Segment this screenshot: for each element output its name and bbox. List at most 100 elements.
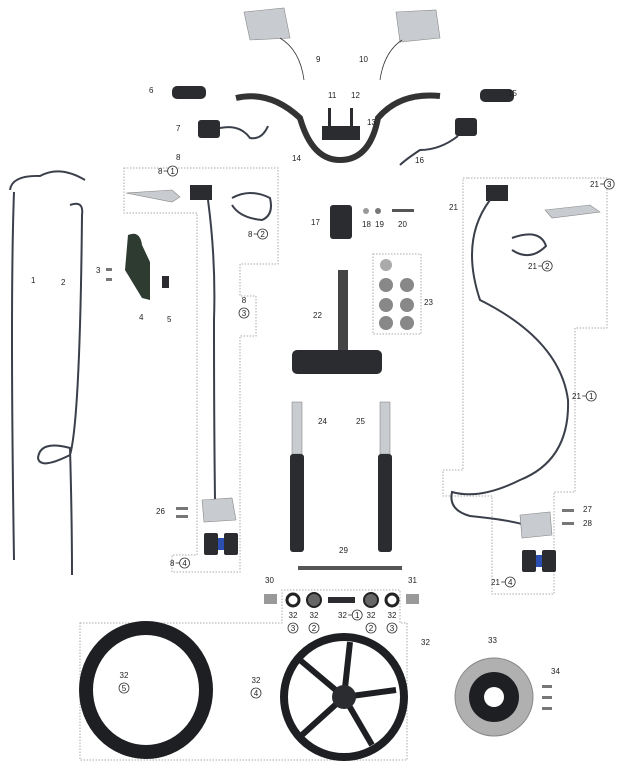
callout-number: 11	[328, 91, 337, 100]
callout-circle	[179, 557, 191, 569]
bolts-26	[176, 507, 188, 518]
callout-7: 7	[176, 124, 181, 133]
callout-sub-number: 4	[254, 689, 259, 698]
callout-21-3: 21 3	[590, 178, 615, 190]
bolt-11	[328, 108, 331, 126]
bolts-27-28	[562, 509, 574, 525]
callout-8-3: 83	[238, 296, 250, 319]
group-box-8-lever	[123, 167, 279, 573]
callout-sub-number: 5	[122, 684, 127, 693]
callout-34: 34	[551, 667, 560, 676]
callout-12: 12	[351, 91, 360, 100]
mirror-left	[243, 7, 305, 81]
bolt-12	[350, 108, 353, 126]
callout-number: 32	[120, 671, 129, 680]
callout-number: 14	[292, 154, 301, 163]
callout-25: 25	[356, 417, 365, 426]
callout-number: 34	[551, 667, 560, 676]
callout-number: 32	[421, 638, 430, 647]
cable-2	[36, 202, 84, 576]
callout-number: 5	[167, 315, 172, 324]
callout-22: 22	[313, 311, 322, 320]
callout-8: 8	[176, 153, 181, 162]
callout-number: 10	[359, 55, 368, 64]
callout-sub-number: 3	[607, 180, 612, 189]
callout-circle	[386, 622, 398, 634]
callout-sub-number: 4	[508, 578, 513, 587]
callout-number: 25	[356, 417, 365, 426]
callout-number: 27	[583, 505, 592, 514]
callout-number: 4	[139, 313, 144, 322]
callout-number: 8	[248, 230, 253, 239]
bolts-34	[542, 685, 552, 710]
callout-circle	[365, 622, 377, 634]
callout-10: 10	[359, 55, 368, 64]
callout-number: 6	[149, 86, 154, 95]
callout-2: 2	[61, 278, 66, 287]
callout-3: 3	[96, 266, 101, 275]
callout-number: 21	[449, 203, 458, 212]
callout-31: 31	[408, 576, 417, 585]
callout-11: 11	[328, 91, 337, 100]
callout-sub-number: 2	[260, 230, 265, 239]
cable-1	[9, 170, 86, 561]
callout-number: 21	[572, 392, 581, 401]
lever-21	[544, 204, 601, 219]
callout-33: 33	[488, 636, 497, 645]
callout-4: 4	[139, 313, 144, 322]
callout-number: 20	[398, 220, 407, 229]
group-box-23	[372, 253, 422, 335]
callout-18: 18	[362, 220, 371, 229]
callout-number: 22	[313, 311, 322, 320]
callout-number: 21	[590, 180, 599, 189]
callout-circle	[257, 228, 269, 240]
callout-number: 32	[367, 611, 376, 620]
callout-circle	[504, 576, 516, 588]
callout-sub-number: 3	[291, 624, 296, 633]
callout-number: 29	[339, 546, 348, 555]
callout-sub-number: 3	[242, 309, 247, 318]
callout-number: 1	[31, 276, 36, 285]
callout-number: 28	[583, 519, 592, 528]
callout-32: 32	[421, 638, 430, 647]
bearing-kit-23	[379, 259, 414, 330]
callout-number: 15	[508, 89, 517, 98]
callout-number: 7	[176, 124, 181, 133]
callout-1: 1	[31, 276, 36, 285]
callout-number: 32	[388, 611, 397, 620]
tyre	[79, 621, 213, 759]
switch-left	[198, 120, 220, 138]
callout-16: 16	[415, 156, 424, 165]
callout-number: 32	[338, 611, 347, 620]
callout-26: 26	[156, 507, 165, 516]
callout-number: 13	[367, 118, 376, 127]
callout-24: 24	[318, 417, 327, 426]
group-box-21	[442, 177, 608, 595]
callout-29: 29	[339, 546, 348, 555]
fork-24	[290, 401, 304, 552]
callout-number: 24	[318, 417, 327, 426]
mirror-right	[379, 9, 441, 81]
callout-circle	[238, 307, 250, 319]
callout-circle	[287, 622, 299, 634]
callout-circle	[603, 178, 615, 190]
callout-circle	[167, 165, 179, 177]
handlebar	[235, 92, 441, 164]
callout-number: 21	[528, 262, 537, 271]
callout-number: 8	[170, 559, 175, 568]
callout-19: 19	[375, 220, 384, 229]
callout-27: 27	[583, 505, 592, 514]
axle-29	[298, 566, 402, 570]
callout-number: 33	[488, 636, 497, 645]
callout-circle	[118, 682, 130, 694]
brake-pads-21	[522, 550, 556, 572]
brake-hose-21	[450, 199, 570, 526]
callout-23: 23	[424, 298, 433, 307]
switch-right	[455, 118, 477, 136]
